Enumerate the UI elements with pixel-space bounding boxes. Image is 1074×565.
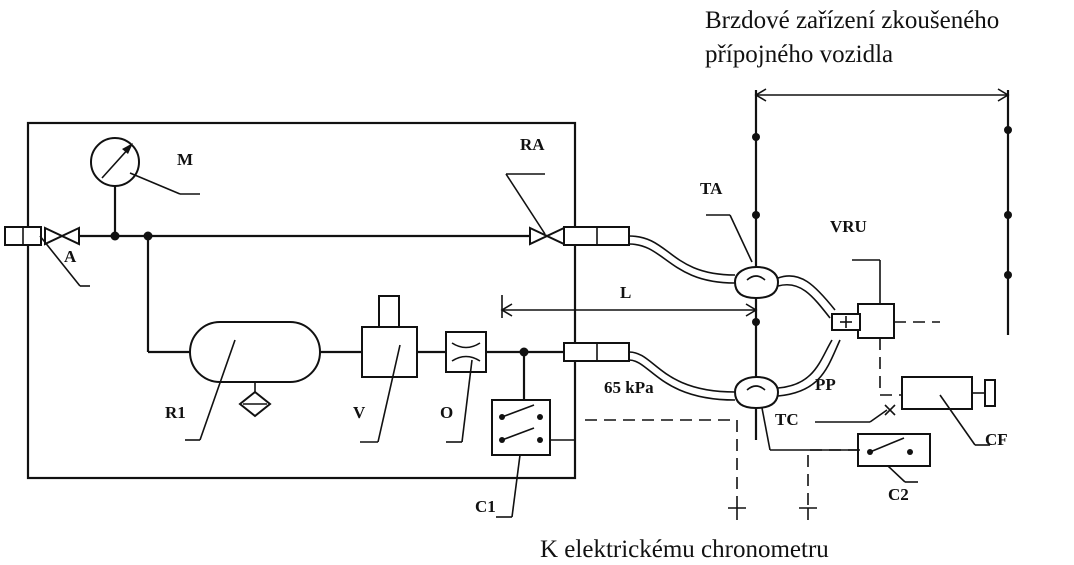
label-v: V — [353, 403, 366, 422]
label-cf: CF — [985, 430, 1008, 449]
control-hose — [628, 351, 736, 401]
test-bench-box — [26, 121, 577, 480]
label-l: L — [620, 283, 631, 302]
label-tc: TC — [775, 410, 799, 429]
label-c2: C2 — [888, 485, 909, 504]
manometer-m: M — [90, 137, 200, 236]
pressure-switch-c2: C2 — [857, 433, 931, 504]
label-pp: PP — [815, 375, 836, 394]
label-ta: TA — [700, 179, 723, 198]
label-o: O — [440, 403, 453, 422]
valve-v: V — [353, 295, 418, 443]
label-pressure: 65 kPa — [604, 378, 654, 397]
label-m: M — [177, 150, 193, 169]
label-vru: VRU — [830, 217, 867, 236]
inlet-valve-a: A — [4, 226, 90, 287]
bottom-caption: K elektrickému chronometru — [540, 536, 829, 563]
control-line-pp: PP — [777, 339, 841, 397]
ground-symbol-2 — [799, 507, 817, 520]
ground-symbol-1 — [728, 507, 746, 520]
relay-valve-vru: VRU — [830, 217, 940, 339]
title-line-1: Brzdové zařízení zkoušeného — [705, 7, 999, 34]
pressure-switch-c1: C1 — [475, 399, 575, 518]
valve-ra: RA — [505, 135, 630, 246]
coupling-head-ta: TA — [700, 179, 836, 319]
orifice-o: O — [440, 331, 487, 443]
dimension-l: L — [500, 283, 758, 318]
label-a: A — [64, 247, 77, 266]
label-r1: R1 — [165, 403, 186, 422]
cross-fitting — [815, 404, 896, 423]
label-ra: RA — [520, 135, 545, 154]
brake-cylinder-cf: CF — [901, 376, 1008, 449]
label-c1: C1 — [475, 497, 496, 516]
title-line-2: přípojného vozidla — [705, 41, 893, 68]
coupling-head-tc: TC — [733, 376, 860, 451]
reservoir-r1: R1 — [165, 321, 321, 441]
supply-hose — [628, 235, 736, 284]
